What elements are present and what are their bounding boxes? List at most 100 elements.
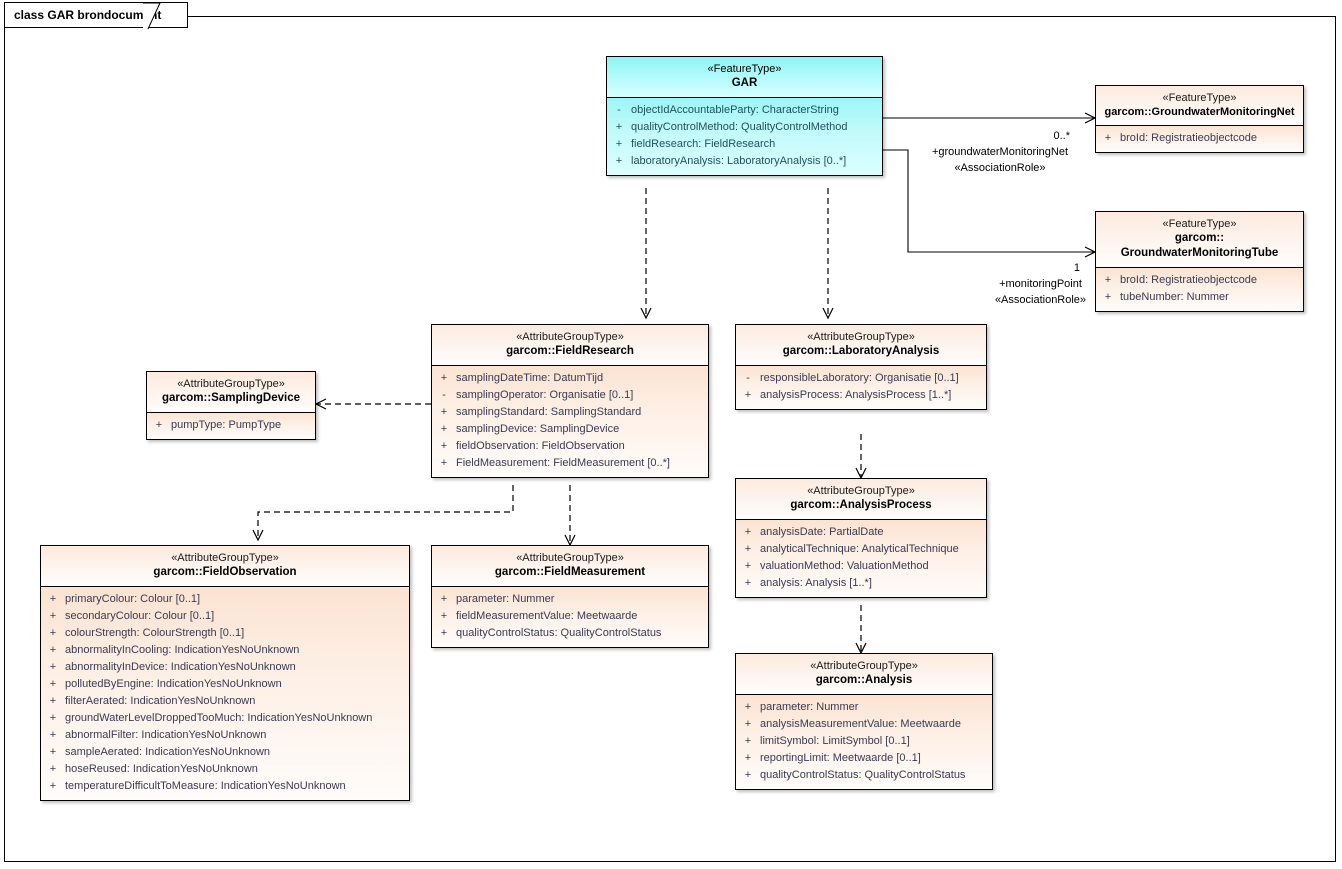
visibility-marker: + <box>744 576 752 589</box>
class-groundwatermonitoringtube-name-line2: GroundwaterMonitoringTube <box>1120 246 1279 259</box>
class-groundwatermonitoringnet[interactable]: «FeatureType» garcom::GroundwaterMonitor… <box>1095 85 1304 154</box>
class-fieldresearch-header: «AttributeGroupType» garcom::FieldResear… <box>432 325 708 366</box>
visibility-marker: + <box>440 609 448 622</box>
visibility-marker: + <box>440 439 448 452</box>
visibility-marker: + <box>155 418 163 431</box>
attribute-row: - responsibleLaboratory: Organisatie [0.… <box>736 370 986 387</box>
attribute-text: qualityControlMethod: QualityControlMeth… <box>631 120 848 133</box>
visibility-marker: + <box>1104 132 1112 145</box>
visibility-marker: + <box>49 677 57 690</box>
attribute-row: + broId: Registratieobjectcode <box>1096 130 1303 147</box>
attribute-row: + broId: Registratieobjectcode <box>1096 272 1303 289</box>
visibility-marker: + <box>49 728 57 741</box>
class-gar-name: GAR <box>731 77 758 90</box>
class-analysisprocess[interactable]: «AttributeGroupType» garcom::AnalysisPro… <box>735 478 987 598</box>
class-groundwatermonitoringtube-stereotype: «FeatureType» <box>1162 218 1237 230</box>
attribute-row: + analysisProcess: AnalysisProcess [1..*… <box>736 387 986 404</box>
class-groundwatermonitoringnet-attributes: + broId: Registratieobjectcode <box>1096 126 1303 153</box>
attribute-row: + qualityControlStatus: QualityControlSt… <box>432 625 708 642</box>
class-analysis-stereotype: «AttributeGroupType» <box>810 660 918 672</box>
class-fieldmeasurement[interactable]: «AttributeGroupType» garcom::FieldMeasur… <box>431 545 709 648</box>
visibility-marker: + <box>49 643 57 656</box>
visibility-marker: + <box>1104 290 1112 303</box>
attribute-text: analysisProcess: AnalysisProcess [1..*] <box>760 388 952 401</box>
class-laboratoryanalysis-attributes: - responsibleLaboratory: Organisatie [0.… <box>736 365 986 409</box>
class-analysisprocess-name: garcom::AnalysisProcess <box>790 499 932 512</box>
visibility-marker: + <box>49 626 57 639</box>
class-fieldresearch-attributes: + samplingDateTime: DatumTijd - sampling… <box>432 365 708 477</box>
attribute-row: + groundWaterLevelDroppedTooMuch: Indica… <box>41 710 409 727</box>
visibility-marker: + <box>744 700 752 713</box>
class-laboratoryanalysis-stereotype: «AttributeGroupType» <box>807 331 915 343</box>
visibility-marker: + <box>49 762 57 775</box>
visibility-marker: + <box>49 609 57 622</box>
class-analysis[interactable]: «AttributeGroupType» garcom::Analysis + … <box>735 653 993 790</box>
connector-gar-gwnet-role: +groundwaterMonitoringNet <box>931 146 1069 158</box>
attribute-row: + temperatureDifficultToMeasure: Indicat… <box>41 778 409 795</box>
visibility-marker: + <box>49 711 57 724</box>
attribute-row: + fieldResearch: FieldResearch <box>607 136 882 153</box>
attribute-row: + pumpType: PumpType <box>147 417 315 434</box>
connector-gar-gwtube-multiplicity: 1 <box>1073 262 1080 274</box>
attribute-text: analysis: Analysis [1..*] <box>760 576 872 589</box>
class-fieldmeasurement-name: garcom::FieldMeasurement <box>494 566 646 579</box>
class-gar-header: «FeatureType» GAR <box>607 57 882 98</box>
attribute-row: + qualityControlMethod: QualityControlMe… <box>607 119 882 136</box>
class-groundwatermonitoringtube[interactable]: «FeatureType» garcom:: GroundwaterMonito… <box>1095 211 1304 312</box>
attribute-row: + abnormalFilter: IndicationYesNoUnknown <box>41 727 409 744</box>
attribute-text: hoseReused: IndicationYesNoUnknown <box>65 762 258 775</box>
class-fieldresearch[interactable]: «AttributeGroupType» garcom::FieldResear… <box>431 324 709 478</box>
attribute-text: parameter: Nummer <box>456 592 555 605</box>
class-samplingdevice-name: garcom::SamplingDevice <box>161 392 301 405</box>
class-fieldobservation-header: «AttributeGroupType» garcom::FieldObserv… <box>41 546 409 587</box>
visibility-marker: + <box>615 120 623 133</box>
class-fieldresearch-name: garcom::FieldResearch <box>506 345 634 358</box>
attribute-row: + qualityControlStatus: QualityControlSt… <box>736 767 992 784</box>
attribute-text: broId: Registratieobjectcode <box>1120 273 1257 286</box>
class-analysis-attributes: + parameter: Nummer + analysisMeasuremen… <box>736 694 992 789</box>
attribute-row: + hoseReused: IndicationYesNoUnknown <box>41 761 409 778</box>
class-fieldobservation[interactable]: «AttributeGroupType» garcom::FieldObserv… <box>40 545 410 801</box>
class-gar[interactable]: «FeatureType» GAR - objectIdAccountableP… <box>606 56 883 176</box>
visibility-marker: + <box>440 626 448 639</box>
class-fieldmeasurement-stereotype: «AttributeGroupType» <box>516 552 624 564</box>
attribute-text: pumpType: PumpType <box>171 418 282 431</box>
attribute-text: limitSymbol: LimitSymbol [0..1] <box>760 734 910 747</box>
attribute-text: reportingLimit: Meetwaarde [0..1] <box>760 751 921 764</box>
attribute-text: broId: Registratieobjectcode <box>1120 132 1257 145</box>
class-groundwatermonitoringnet-stereotype: «FeatureType» <box>1162 92 1237 104</box>
visibility-marker: + <box>440 592 448 605</box>
attribute-row: + pollutedByEngine: IndicationYesNoUnkno… <box>41 676 409 693</box>
attribute-row: + laboratoryAnalysis: LaboratoryAnalysis… <box>607 153 882 170</box>
attribute-text: abnormalityInDevice: IndicationYesNoUnkn… <box>65 660 296 673</box>
class-samplingdevice[interactable]: «AttributeGroupType» garcom::SamplingDev… <box>146 371 316 440</box>
attribute-row: + analysisDate: PartialDate <box>736 524 986 541</box>
attribute-row: + tubeNumber: Nummer <box>1096 289 1303 306</box>
attribute-text: fieldMeasurementValue: Meetwaarde <box>456 609 638 622</box>
attribute-row: + secondaryColour: Colour [0..1] <box>41 608 409 625</box>
visibility-marker: + <box>744 768 752 781</box>
visibility-marker: + <box>440 456 448 469</box>
class-groundwatermonitoringtube-attributes: + broId: Registratieobjectcode + tubeNum… <box>1096 267 1303 311</box>
attribute-text: samplingDateTime: DatumTijd <box>456 371 604 384</box>
class-fieldmeasurement-attributes: + parameter: Nummer + fieldMeasurementVa… <box>432 586 708 647</box>
attribute-row: + filterAerated: IndicationYesNoUnknown <box>41 693 409 710</box>
attribute-row: + abnormalityInDevice: IndicationYesNoUn… <box>41 659 409 676</box>
visibility-marker: + <box>744 751 752 764</box>
attribute-row: + colourStrength: ColourStrength [0..1] <box>41 625 409 642</box>
class-analysis-header: «AttributeGroupType» garcom::Analysis <box>736 654 992 695</box>
class-groundwatermonitoringnet-name: garcom::GroundwaterMonitoringNet <box>1104 106 1295 119</box>
attribute-row: + limitSymbol: LimitSymbol [0..1] <box>736 733 992 750</box>
attribute-text: objectIdAccountableParty: CharacterStrin… <box>631 103 839 116</box>
connector-gar-gwtube-stereotype: «AssociationRole» <box>994 294 1087 306</box>
attribute-text: qualityControlStatus: QualityControlStat… <box>456 626 662 639</box>
attribute-text: analysisMeasurementValue: Meetwaarde <box>760 717 961 730</box>
class-analysis-name: garcom::Analysis <box>815 674 913 687</box>
class-laboratoryanalysis[interactable]: «AttributeGroupType» garcom::LaboratoryA… <box>735 324 987 410</box>
attribute-row: + sampleAerated: IndicationYesNoUnknown <box>41 744 409 761</box>
class-laboratoryanalysis-name: garcom::LaboratoryAnalysis <box>782 345 940 358</box>
visibility-marker: + <box>744 525 752 538</box>
attribute-text: valuationMethod: ValuationMethod <box>760 559 929 572</box>
attribute-text: samplingDevice: SamplingDevice <box>456 422 620 435</box>
attribute-text: colourStrength: ColourStrength [0..1] <box>65 626 245 639</box>
